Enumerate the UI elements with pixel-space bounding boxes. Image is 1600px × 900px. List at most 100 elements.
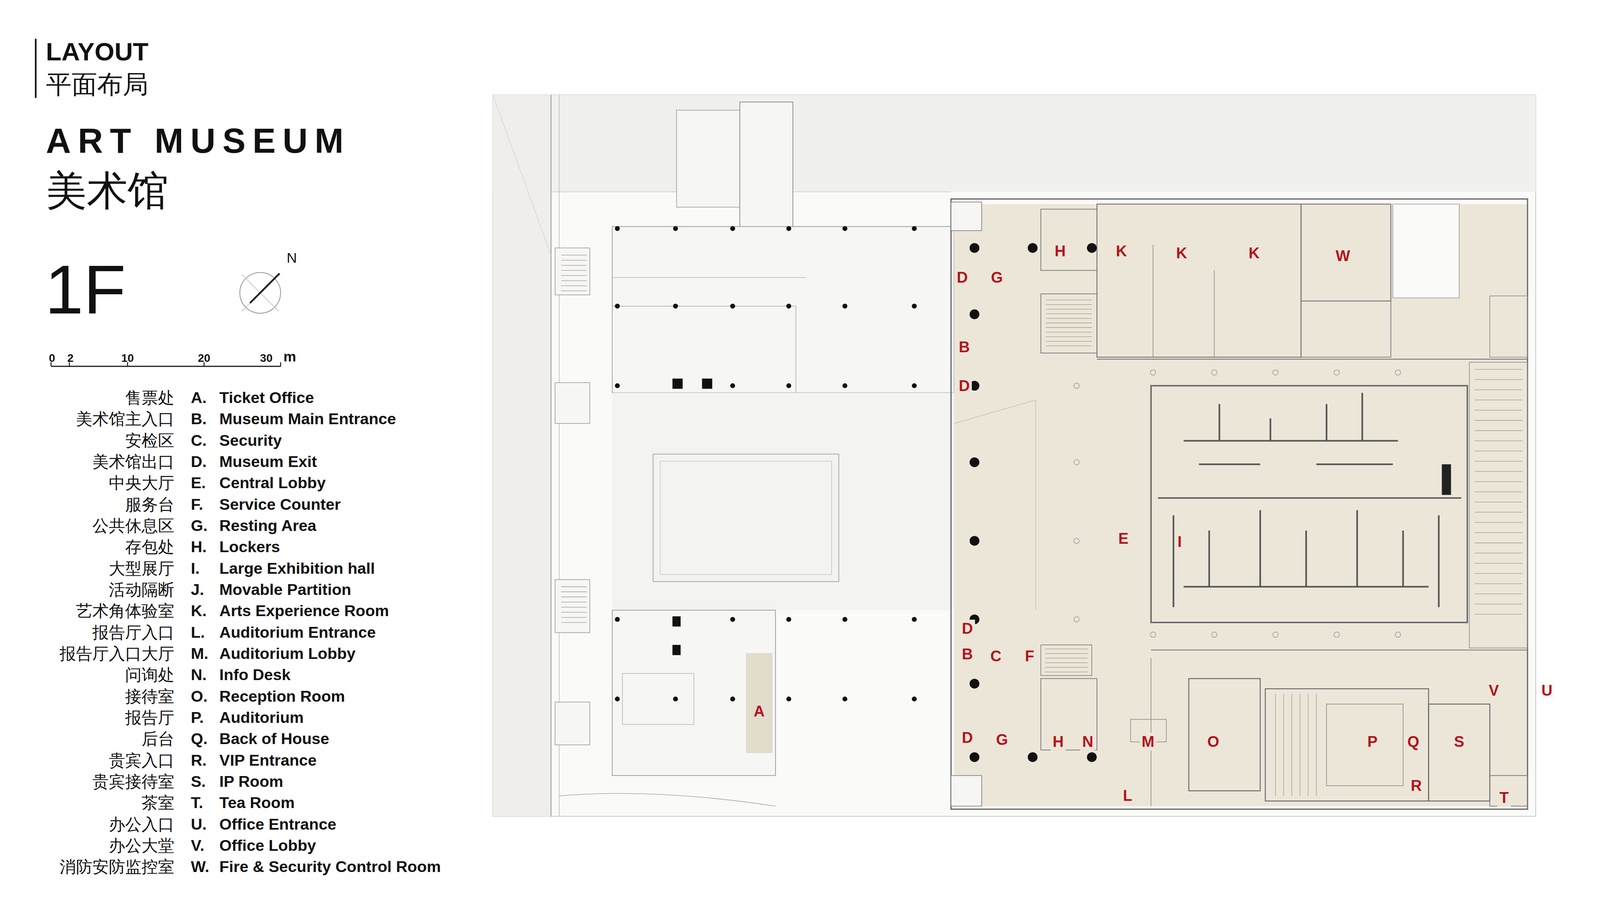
stair-hatching-part — [1474, 481, 1523, 482]
stair-hatching-part — [1045, 299, 1092, 301]
site-plan-part — [492, 94, 1536, 817]
stair-hatching-part — [561, 586, 587, 588]
museum-building — [950, 199, 1528, 810]
room-letter: B — [959, 645, 975, 663]
room-letter: M — [1139, 733, 1157, 751]
column-grid-part — [615, 226, 620, 232]
display-walls-part — [1438, 515, 1440, 608]
room-letter: V — [1486, 681, 1502, 700]
display-walls-part — [1361, 393, 1363, 442]
stair-hatching-part — [1474, 450, 1523, 452]
stair-hatching-part — [561, 607, 587, 608]
museum-columns-part — [969, 457, 980, 468]
museum-columns-part — [1086, 752, 1097, 763]
legend-text: Auditorium — [219, 709, 304, 726]
floor-label: 1F — [44, 255, 126, 325]
room-letter: P — [1365, 733, 1380, 751]
stair-hatching-part — [561, 591, 587, 593]
legend-chinese: 存包处 — [125, 539, 175, 556]
column-grid-part — [673, 303, 678, 309]
museum-columns-part — [969, 309, 980, 320]
minor-columns-part — [1395, 632, 1401, 638]
minor-columns — [1073, 369, 1401, 638]
stair-hatching-part — [1474, 440, 1523, 442]
display-walls-part — [1316, 463, 1393, 466]
museum-building-part — [1392, 203, 1460, 298]
column-grid-part — [730, 226, 736, 232]
legend-letter: Q. — [190, 731, 208, 748]
legend-letter: S. — [190, 773, 206, 790]
column-grid-part — [911, 383, 917, 389]
scale-number: 2 — [67, 352, 74, 364]
legend-letter: F. — [190, 496, 204, 513]
legend-chinese: 问询处 — [125, 667, 175, 684]
plan-details — [561, 226, 1523, 797]
stair-hatching-part — [561, 612, 587, 613]
stair-hatching-part — [561, 270, 587, 271]
legend-chinese: 接待室 — [125, 688, 175, 705]
legend-text: Museum Main Entrance — [219, 411, 397, 428]
stair-hatching-part — [1474, 603, 1523, 605]
stair-hatching-part — [1308, 693, 1309, 796]
legend-text: VIP Entrance — [219, 752, 317, 769]
legend-chinese: 报告厅入口大厅 — [59, 645, 175, 663]
column-grid-part — [615, 303, 620, 309]
site-plan-part — [660, 461, 832, 575]
legend-letter: T. — [190, 795, 204, 812]
legend-letter: J. — [190, 581, 204, 598]
museum-building-part — [1300, 203, 1391, 301]
site-plan-part — [555, 382, 590, 424]
stair-hatching-part — [1045, 304, 1092, 305]
column-grid-part — [911, 226, 917, 232]
legend-letter: R. — [190, 752, 207, 769]
room-letter: T — [1497, 789, 1511, 807]
legend-letter: C. — [190, 432, 207, 449]
stair-hatching-part — [561, 622, 587, 623]
room-letter: R — [1408, 777, 1425, 795]
museum-building-part — [1040, 209, 1097, 271]
minor-columns-part — [1334, 632, 1340, 638]
museum-building-part — [1428, 704, 1490, 801]
room-letter: G — [988, 268, 1005, 287]
site-plan-part — [672, 645, 681, 656]
legend-chinese: 报告厅 — [125, 709, 175, 727]
stair-hatching-part — [1045, 313, 1092, 314]
north-arrow-part — [239, 272, 281, 314]
museum-building-part — [950, 775, 982, 807]
legend-text: Back of House — [219, 731, 330, 748]
museum-building-part — [1300, 301, 1391, 358]
minor-columns-part — [1395, 369, 1401, 376]
room-letter: F — [1022, 647, 1037, 666]
scale-bar — [51, 362, 281, 367]
museum-columns-part — [1086, 243, 1097, 254]
stair-hatching-part — [1474, 614, 1523, 615]
museum-building-part — [1150, 385, 1468, 623]
heading-label: 平面布局 — [45, 71, 149, 98]
stair-hatching-part — [1474, 522, 1523, 523]
site-plan-part — [612, 277, 807, 278]
column-grid-part — [842, 383, 848, 389]
column-grid-part — [730, 696, 736, 702]
museum-building-part — [1214, 270, 1215, 358]
stair-hatching-part — [1045, 309, 1092, 310]
room-letter: I — [1175, 533, 1184, 551]
site-plan-part — [612, 226, 955, 394]
stair-hatching-part — [1045, 327, 1092, 328]
column-grid-part — [911, 696, 917, 702]
stair-hatching-part — [1291, 693, 1293, 796]
site-plan — [492, 94, 1536, 817]
minor-columns-part — [1150, 369, 1156, 376]
stair-hatching-part — [1044, 671, 1088, 673]
legend-text: Movable Partition — [219, 581, 352, 598]
legend-letter: H. — [190, 539, 207, 556]
stair-hatching-part — [1474, 379, 1523, 380]
minor-columns-part — [1211, 632, 1217, 638]
column-grid-part — [730, 617, 736, 622]
legend-letter: B. — [190, 411, 207, 428]
legend-text: Auditorium Lobby — [219, 645, 356, 662]
room-letter: K — [1246, 244, 1262, 262]
stair-hatching-part — [1045, 331, 1092, 333]
column-grid-part — [911, 303, 917, 309]
stair-hatching-part — [1474, 501, 1523, 503]
legend-letter: M. — [190, 645, 209, 662]
